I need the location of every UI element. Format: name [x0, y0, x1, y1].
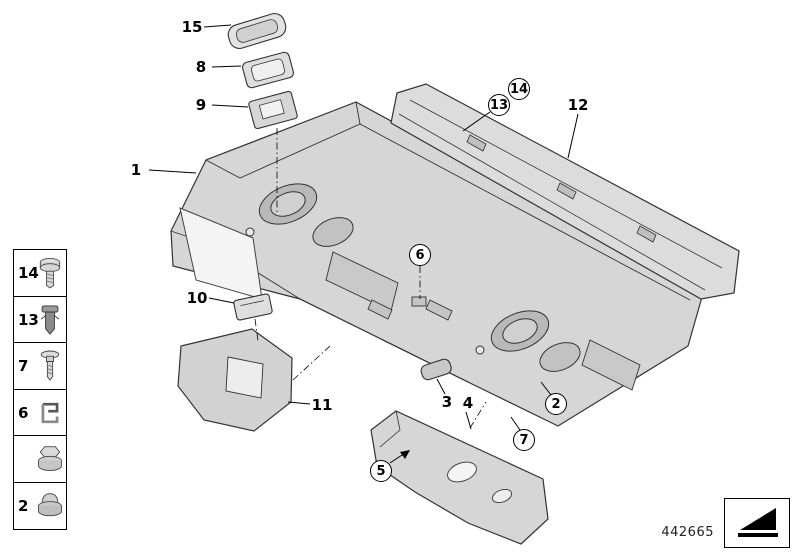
- lower-bracket-part: [370, 410, 549, 545]
- small-cover-part: [233, 293, 273, 321]
- lid-part: [227, 12, 287, 50]
- right-speaker-openings: [475, 310, 581, 372]
- fastener-legend: 14 13 7: [13, 249, 67, 531]
- screw-rivet-icon: [35, 346, 65, 386]
- callout-2-circled[interactable]: 2: [545, 393, 567, 415]
- cap-nut-icon: [35, 486, 65, 526]
- left-speaker-openings: [245, 183, 354, 247]
- callout-14-circled[interactable]: 14: [508, 78, 530, 100]
- callout-11[interactable]: 11: [311, 396, 333, 414]
- legend-item-7[interactable]: 7: [13, 342, 67, 391]
- callout-10[interactable]: 10: [186, 289, 208, 307]
- legend-item-label: 2: [18, 497, 29, 516]
- callout-4[interactable]: 4: [462, 394, 474, 412]
- rear-trim-part: [390, 83, 740, 300]
- callout-9[interactable]: 9: [195, 96, 207, 114]
- callout-6-circled[interactable]: 6: [409, 244, 431, 266]
- legend-item-13[interactable]: 13: [13, 295, 67, 344]
- callout-7-circled[interactable]: 7: [513, 429, 535, 451]
- spring-clip-icon: [35, 393, 65, 433]
- legend-item-label: 14: [18, 264, 39, 282]
- legend-item-label: 7: [18, 357, 29, 376]
- callout-12[interactable]: 12: [567, 96, 589, 114]
- legend-item-6[interactable]: 6: [13, 388, 67, 437]
- tray-part: [242, 51, 294, 89]
- clip-part: [420, 358, 452, 381]
- callout-1[interactable]: 1: [130, 161, 142, 179]
- legend-item-2[interactable]: 2: [13, 482, 67, 531]
- hex-bolt-icon: [35, 253, 65, 293]
- deck-details: [325, 251, 641, 391]
- bracket-insert-part: [248, 90, 298, 130]
- side-cover-part: [177, 328, 293, 432]
- document-number: 442665: [661, 525, 714, 540]
- leader-arrowhead: [400, 450, 410, 459]
- legend-item-label: 6: [18, 403, 29, 422]
- legend-item-label: 13: [18, 310, 39, 329]
- callout-5-circled[interactable]: 5: [370, 460, 392, 482]
- legend-item-14[interactable]: 14: [13, 249, 67, 297]
- travel-direction-arrow-icon: [738, 508, 778, 537]
- assembly-lines: [254, 128, 487, 429]
- callout-13-circled[interactable]: 13: [488, 94, 510, 116]
- callout-15[interactable]: 15: [181, 18, 203, 36]
- callout-3[interactable]: 3: [441, 393, 453, 411]
- direction-of-travel-box: [724, 498, 790, 548]
- expansion-clip-icon: [35, 300, 65, 340]
- callout-8[interactable]: 8: [195, 58, 207, 76]
- legend-item-nut[interactable]: [13, 435, 67, 484]
- flanged-nut-icon: [35, 439, 65, 479]
